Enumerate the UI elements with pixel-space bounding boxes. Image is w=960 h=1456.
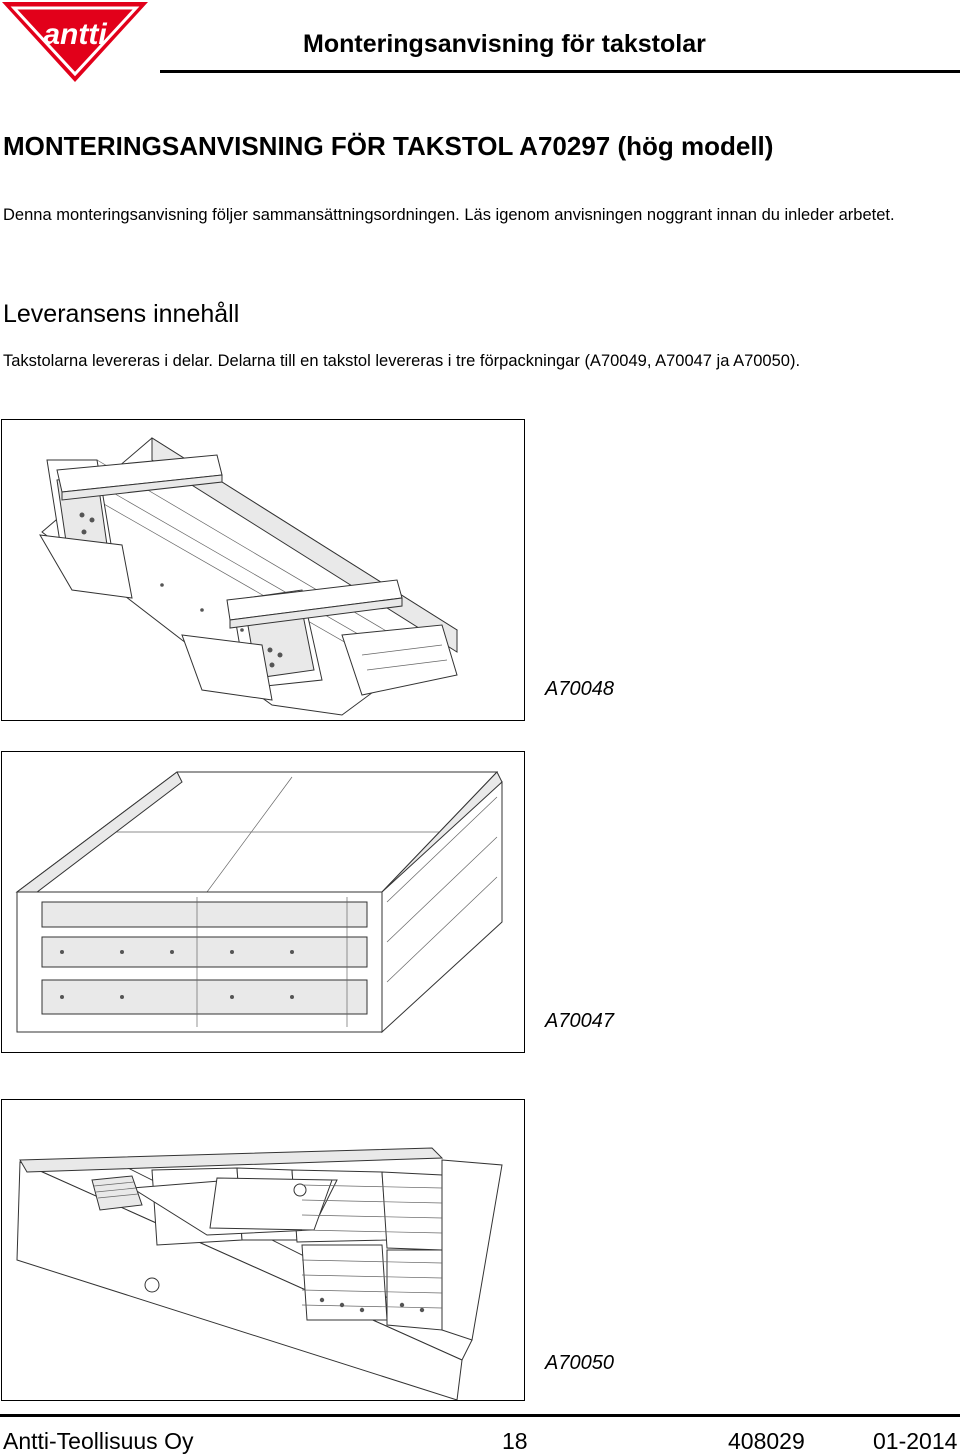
intro-paragraph: Denna monteringsanvisning följer sammans…: [3, 206, 895, 224]
section-paragraph: Takstolarna levereras i delar. Delarna t…: [3, 352, 801, 370]
section-heading: Leveransens innehåll: [3, 300, 240, 328]
figure-a70050: A70050: [1, 1099, 614, 1401]
document-title: MONTERINGSANVISNING FÖR TAKSTOL A70297 (…: [3, 131, 774, 161]
footer-divider: [0, 1414, 960, 1417]
footer-date: 01-2014: [873, 1428, 958, 1454]
figure-a70047: A70047: [1, 751, 614, 1053]
footer-page-number: 18: [502, 1428, 528, 1454]
figure-label: A70050: [545, 1352, 614, 1374]
box-beam-drawing-icon: [16, 1147, 503, 1400]
footer-doc-number: 408029: [728, 1428, 805, 1454]
truss-frame-drawing-icon: [39, 437, 458, 716]
antti-logo: antti: [0, 0, 150, 84]
footer-company: Antti-Teollisuus Oy: [3, 1428, 194, 1454]
panel-stack-drawing-icon: [15, 771, 503, 1034]
figure-label: A70047: [545, 1010, 614, 1032]
svg-text:antti: antti: [43, 18, 107, 51]
figure-label: A70048: [545, 678, 614, 700]
figure-a70048: A70048: [1, 419, 614, 721]
header-divider: [160, 70, 960, 73]
header-title: Monteringsanvisning för takstolar: [303, 30, 706, 58]
